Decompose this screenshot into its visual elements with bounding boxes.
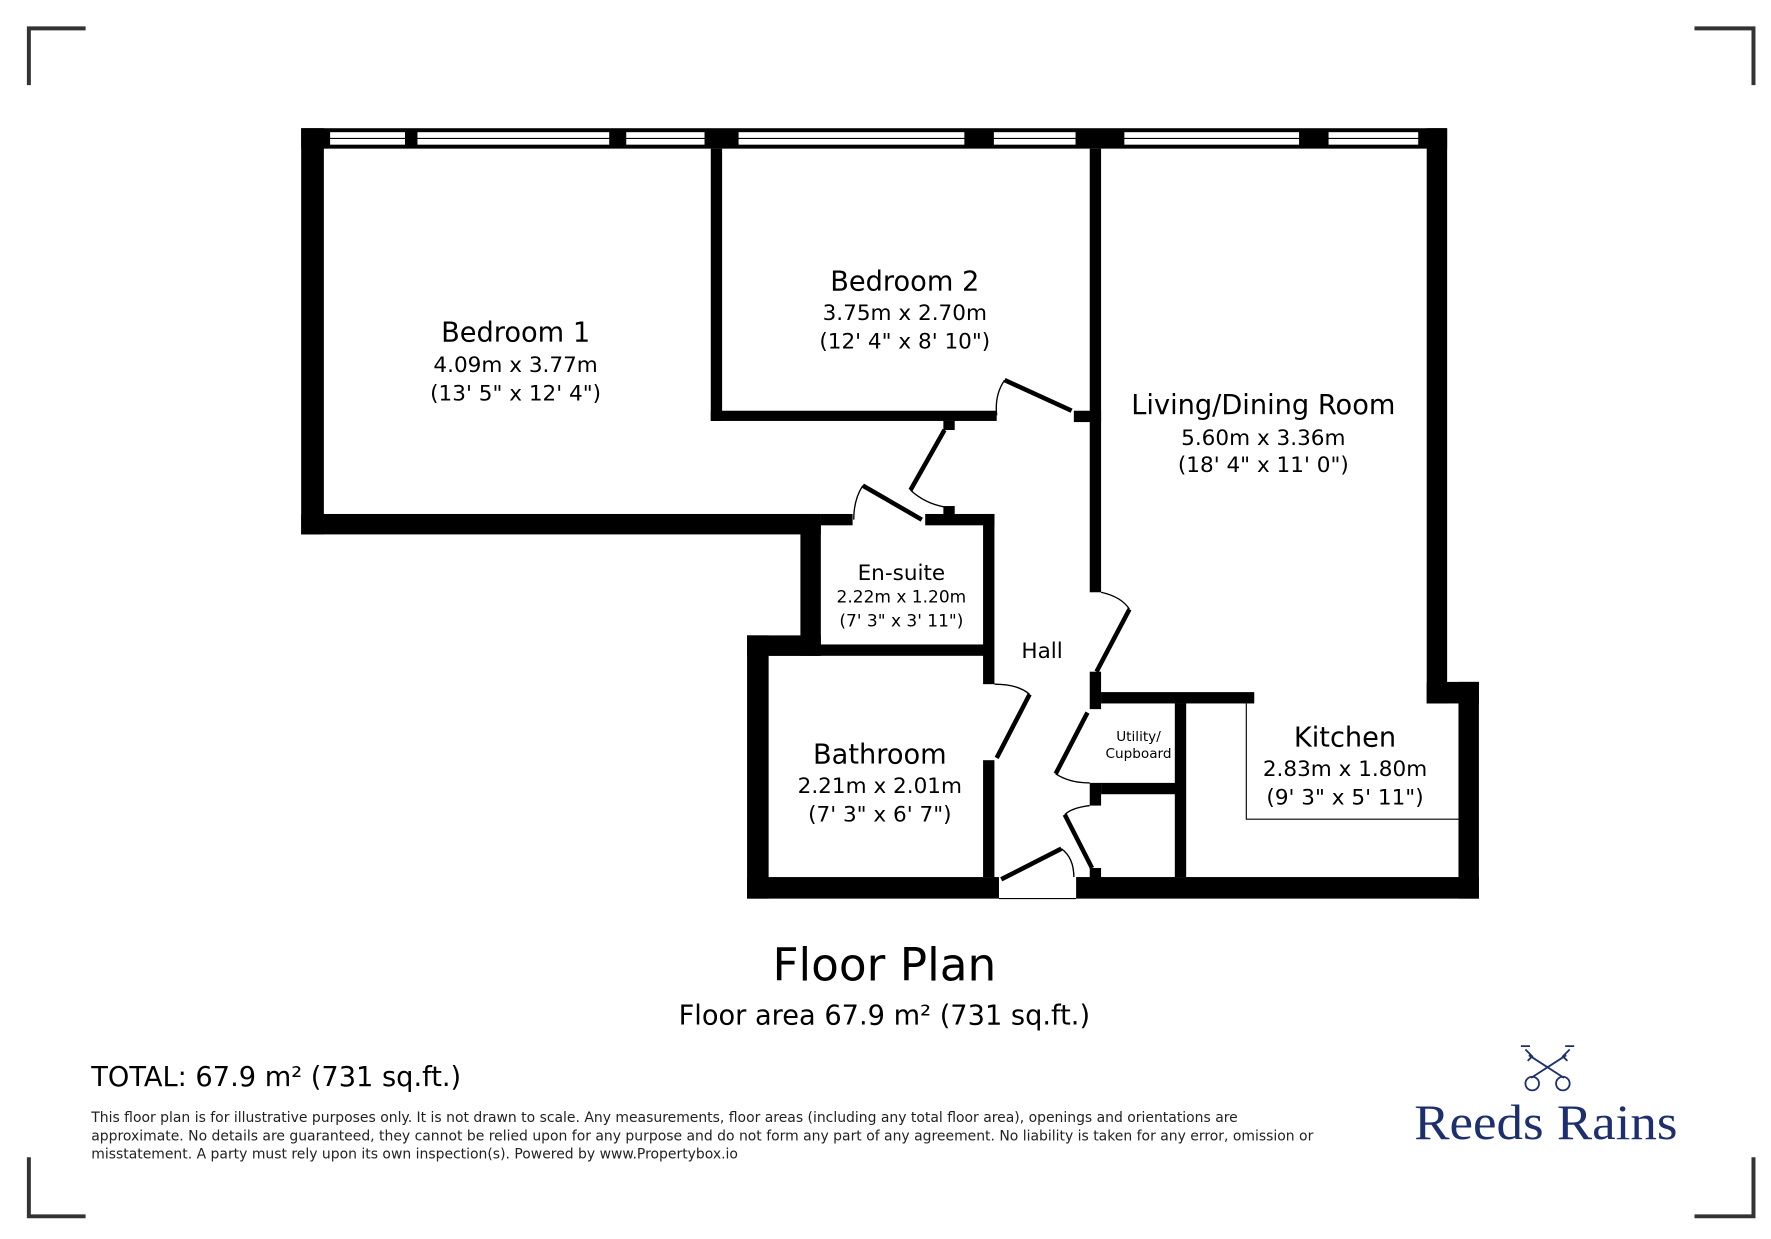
- room-hall: Hall: [1021, 639, 1062, 664]
- room-imperial: (12' 4" x 8' 10"): [819, 329, 990, 354]
- disclaimer-line: This floor plan is for illustrative purp…: [90, 1110, 1237, 1126]
- room-en-suite: En-suite 2.22m x 1.20m (7' 3" x 3' 11"): [837, 561, 967, 632]
- room-metric: 5.60m x 3.36m: [1181, 426, 1345, 451]
- room-imperial: (13' 5" x 12' 4"): [430, 382, 601, 407]
- room-kitchen: Kitchen 2.83m x 1.80m (9' 3" x 5' 11"): [1263, 723, 1427, 811]
- room-imperial: (9' 3" x 5' 11"): [1266, 785, 1423, 810]
- room-metric: 3.75m x 2.70m: [823, 301, 987, 326]
- room-metric: 2.83m x 1.80m: [1263, 757, 1427, 782]
- crop-corners: [26, 26, 1756, 1219]
- room-metric: 4.09m x 3.77m: [433, 353, 597, 378]
- room-bathroom: Bathroom 2.21m x 2.01m (7' 3" x 6' 7"): [798, 740, 962, 828]
- room-imperial: (18' 4" x 11' 0"): [1178, 453, 1349, 478]
- room-name: Kitchen: [1294, 723, 1396, 754]
- room-metric: 2.22m x 1.20m: [837, 587, 967, 607]
- windows: [328, 131, 1420, 146]
- reeds-rains-logo: Reeds Rains: [1414, 1045, 1677, 1150]
- room-name: En-suite: [858, 561, 946, 586]
- room-metric: 2.21m x 2.01m: [798, 774, 962, 799]
- room-name: Living/Dining Room: [1131, 390, 1395, 421]
- room-imperial: (7' 3" x 3' 11"): [839, 611, 963, 631]
- room-imperial: (7' 3" x 6' 7"): [808, 802, 951, 827]
- disclaimer: This floor plan is for illustrative purp…: [90, 1110, 1313, 1162]
- total-area: TOTAL: 67.9 m² (731 sq.ft.): [90, 1062, 461, 1093]
- logo-text: Reeds Rains: [1414, 1095, 1677, 1150]
- plan-title: Floor Plan: [772, 938, 996, 991]
- room-name: Utility/: [1116, 729, 1161, 745]
- disclaimer-line: misstatement. A party must rely upon its…: [91, 1146, 738, 1162]
- room-name: Bedroom 1: [441, 318, 590, 349]
- floor-plan: Bedroom 1 4.09m x 3.77m (13' 5" x 12' 4"…: [301, 128, 1479, 900]
- room-utility: Utility/ Cupboard: [1105, 729, 1171, 762]
- room-name-line2: Cupboard: [1105, 746, 1171, 762]
- room-bedroom-2: Bedroom 2 3.75m x 2.70m (12' 4" x 8' 10"…: [819, 266, 990, 354]
- room-living-dining: Living/Dining Room 5.60m x 3.36m (18' 4"…: [1131, 390, 1395, 478]
- room-bedroom-1: Bedroom 1 4.09m x 3.77m (13' 5" x 12' 4"…: [430, 318, 601, 407]
- doors: [853, 378, 1132, 882]
- crossed-keys-icon: [1520, 1045, 1575, 1092]
- room-name: Bedroom 2: [830, 266, 979, 297]
- disclaimer-line: approximate. No details are guaranteed, …: [91, 1128, 1313, 1144]
- floor-area: Floor area 67.9 m² (731 sq.ft.): [679, 1001, 1090, 1032]
- room-name: Bathroom: [813, 740, 947, 771]
